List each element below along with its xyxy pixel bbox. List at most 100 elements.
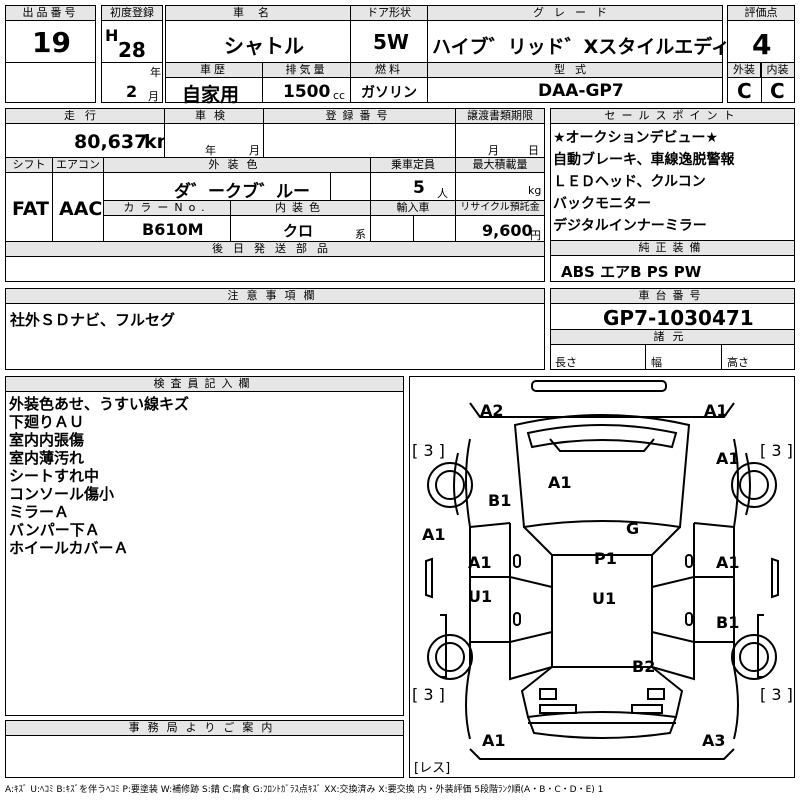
transfer-label: 譲渡書類期限: [456, 109, 544, 124]
mark-rear-bumper-left: A1: [482, 731, 506, 750]
mileage-label: 走行: [6, 109, 164, 124]
inspector-label: 検査員記入欄: [6, 377, 403, 392]
mark-rear-roof: U1: [592, 589, 617, 608]
mark-rear-left-door: U1: [468, 587, 493, 606]
mark-front-right-wheel: [ 3 ]: [760, 441, 793, 460]
regno-box: 登録番号: [263, 108, 456, 158]
insp-year-unit: 年: [205, 144, 216, 157]
disp-label: 排気量: [263, 63, 350, 78]
door-label: ドア形状: [351, 6, 427, 21]
inspection-label: 車検: [165, 109, 263, 124]
name-label: 車名: [166, 6, 350, 21]
sales-line-1: ★オークションデビュー★: [553, 130, 719, 146]
history-label: 車歴: [166, 63, 262, 78]
era: H: [105, 26, 119, 45]
history-box: 車歴 自家用: [165, 62, 263, 106]
inspector-line-4: 室内薄汚れ: [9, 449, 85, 467]
spec-length: 長さ: [555, 356, 577, 369]
equipment-label: 純正装備: [551, 241, 794, 256]
history-value: 自家用: [182, 84, 240, 106]
ac-box: エアコン AAC: [52, 157, 104, 242]
load-label: 最大積載量: [456, 158, 544, 173]
disp-box: 排気量 1500 cc: [262, 62, 351, 103]
equipment-value: ABS エアB PS PW: [561, 263, 702, 281]
shift-value: FAT: [12, 198, 49, 220]
recycle-unit: 円: [530, 229, 541, 242]
mark-front-bumper-right: A1: [704, 401, 728, 420]
shift-box: シフト FAT: [5, 157, 53, 242]
equipment-box: 純正装備 ABS エアB PS PW: [550, 240, 795, 282]
colorno-label: カラーNo.: [104, 201, 230, 216]
legend: A:ｷｽﾞ U:ﾍｺﾐ B:ｷｽﾞを伴うﾍｺﾐ P:要塗装 W:補修跡 S:錆 …: [5, 785, 604, 795]
inspector-line-9: ホイールカバーＡ: [9, 539, 129, 557]
intcolor-unit: 系: [355, 228, 366, 241]
caution-label: 注意事項欄: [6, 289, 544, 304]
sales-line-4: バックモニター: [553, 196, 651, 212]
door-type: 5W: [373, 30, 409, 54]
grade-label: グレード: [428, 6, 722, 21]
first-reg-box: 初度登録 H 28 年 2 月: [101, 5, 163, 103]
door-box: ドア形状 5W: [350, 5, 428, 63]
chassis-box: 車台番号 GP7-1030471: [550, 288, 795, 330]
sales-line-2: 自動ブレーキ、車線逸脱警報: [553, 152, 735, 168]
sales-label: セールスポイント: [551, 109, 794, 124]
mark-rear-bumper-right: A3: [702, 731, 726, 750]
lot-label: 出品番号: [6, 6, 95, 21]
mark-front-left-fender: B1: [488, 491, 512, 510]
load-unit: kg: [528, 184, 542, 197]
int-label: 内装: [761, 63, 794, 78]
mark-rear-right-wheel: [ 3 ]: [760, 685, 793, 704]
year-unit: 年: [150, 66, 161, 79]
office-label: 事務局よりご案内: [6, 721, 403, 736]
grade-value: ハイブ゛リッド゛Xスタイルエディション: [432, 36, 787, 58]
mileage-box: 走行 80,637 km: [5, 108, 176, 158]
inspector-line-7: ミラーＡ: [9, 503, 70, 521]
ext-label: 外装: [728, 63, 761, 78]
mark-front-left-wheel: [ 3 ]: [412, 441, 445, 460]
recycle-label: リサイクル預託金: [456, 201, 544, 216]
capacity-box: 乗車定員 5 人: [370, 157, 456, 201]
inspector-line-6: コンソール傷小: [9, 485, 115, 503]
mark-trunk: B2: [632, 657, 656, 676]
reg-year: 28: [118, 38, 146, 62]
colorno-box: カラーNo. B610M: [103, 200, 231, 242]
recycle-value: 9,600: [482, 221, 533, 240]
mark-rear-left-wheel: [ 3 ]: [412, 685, 445, 704]
mark-hood: A1: [548, 473, 572, 492]
regno-label: 登録番号: [264, 109, 455, 124]
inspection-box: 車検 年 月: [164, 108, 264, 158]
grade-box: グレード ハイブ゛リッド゛Xスタイルエディション: [427, 5, 787, 63]
load-box: 最大積載量 kg: [455, 157, 545, 201]
mark-front-left-door: A1: [468, 553, 492, 572]
capacity-label: 乗車定員: [371, 158, 455, 173]
office-box: 事務局よりご案内: [5, 720, 404, 778]
shift-label: シフト: [6, 158, 52, 173]
sales-box: セールスポイント ★オークションデビュー★ 自動ブレーキ、車線逸脱警報 ＬＥＤヘ…: [550, 108, 795, 241]
model-value: DAA-GP7: [538, 81, 624, 101]
car-outline: [425, 380, 779, 760]
fuel-value: ガソリン: [361, 85, 417, 101]
ac-value: AAC: [59, 198, 103, 220]
model-label: 型式: [428, 63, 722, 78]
transfer-month-unit: 月: [488, 144, 499, 157]
lot-number: 19: [32, 26, 71, 59]
inspector-line-1: 外装色あせ、うすい線キズ: [9, 395, 190, 413]
mark-front-right-fender: A1: [716, 449, 740, 468]
caution-value: 社外ＳＤナビ、フルセグ: [10, 311, 176, 329]
insp-month-unit: 月: [249, 144, 260, 157]
later-parts-label: 後日発送部品: [6, 242, 544, 257]
score-value: 4: [752, 28, 772, 61]
int-grade: C: [770, 79, 785, 103]
name-box: 車名 シャトル: [165, 5, 351, 63]
spec-width: 幅: [651, 356, 662, 369]
model-box: 型式 DAA-GP7: [427, 62, 723, 103]
mark-left-mirror: A1: [422, 525, 446, 544]
chassis-value: GP7-1030471: [603, 306, 754, 330]
mark-rear-right-quarter: B1: [716, 613, 740, 632]
recycle-box: リサイクル預託金 9,600 円: [455, 200, 545, 242]
score-box: 評価点 4 外装 内装 C C: [727, 5, 795, 103]
fuel-label: 燃料: [351, 63, 427, 78]
ext-grade: C: [737, 79, 752, 103]
inspector-line-8: バンパー下Ａ: [9, 521, 100, 539]
capacity-value: 5: [413, 178, 425, 198]
